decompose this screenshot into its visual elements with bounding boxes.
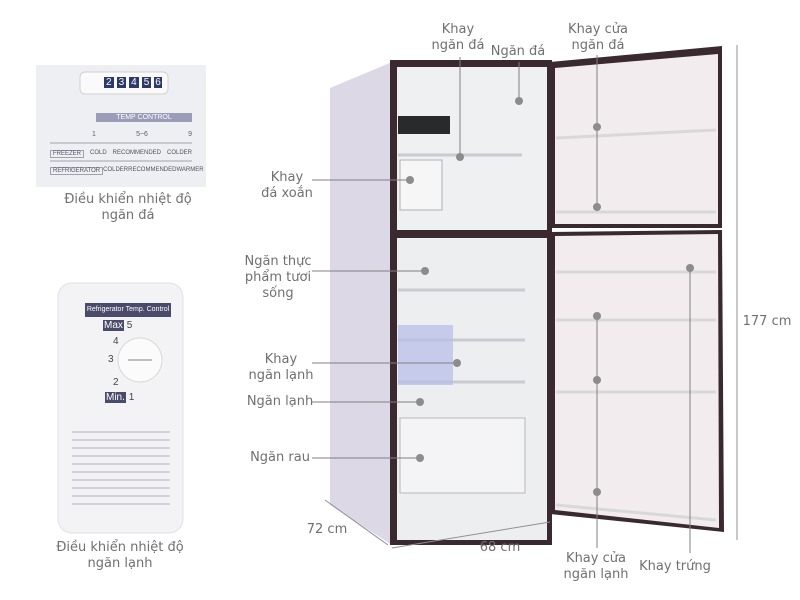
freezer-door-liner [555,54,718,224]
dimension-depth: 72 cm [306,522,348,537]
min-label: Min. [105,392,126,403]
row-name: FREEZER [50,150,85,158]
max-label: Max [103,320,124,331]
mark: 5~6 [136,131,148,138]
vent-grille [72,431,170,505]
mark: 9 [188,131,192,138]
fridge-control-title-bar [85,303,171,317]
freezer-back-dark [398,116,450,134]
dimension-lines [324,45,738,549]
row-value: RECOMMENDED [112,150,161,156]
scale-number: 5 [126,320,133,331]
row-value: RECOMMENDED [128,167,177,173]
dial-number: 4 [129,77,139,88]
vegetable-drawer [399,417,526,494]
label-fridge: Ngăn lạnh [246,394,314,409]
fridge-interior [397,238,547,540]
dial-numbers: 2 3 4 5 6 [104,77,162,88]
row-value: WARMER [176,167,204,173]
dial-number: 6 [154,77,162,88]
fridge-side-panel [330,62,392,545]
fridge-door-liner [555,234,719,528]
temp-control-title: TEMP CONTROL [116,114,172,121]
scale-number: 4 [113,336,119,347]
row-value: COLDER [103,167,129,173]
row-value: COLDER [166,150,192,156]
scale-min: Min. 1 [105,392,134,403]
dimension-width: 68 cm [479,540,521,555]
leader-dots [406,97,694,496]
twist-ice-tray [399,159,443,211]
temp-marks: 1 5~6 9 [92,131,192,138]
scale-number: 2 [113,377,119,388]
freezer-row: FREEZER COLD RECOMMENDED COLDER [50,150,192,158]
fridge-tray [398,325,453,385]
mark: 1 [92,131,96,138]
label-freezer: Ngăn đá [490,44,546,59]
scale-number: 1 [128,392,135,403]
scale-max: Max 5 [103,320,132,331]
fridge-control-title: Refrigerator Temp. Control [86,306,170,313]
dial-number: 3 [116,77,127,88]
door-bins [555,128,717,522]
dial-number: 5 [141,77,152,88]
row-name: REFRIGERATOR [50,167,104,175]
scale-number: 3 [108,354,114,365]
label-egg-tray: Khay trứng [639,559,711,574]
dimension-height: 177 cm [742,314,792,329]
temp-control-bar [96,113,192,122]
dial-number: 2 [104,77,114,88]
label-vegetable: Ngăn rau [250,450,310,465]
row-value: COLD [90,150,107,156]
refrigerator-row: REFRIGERATOR COLDER RECOMMENDED WARMER [50,167,204,175]
